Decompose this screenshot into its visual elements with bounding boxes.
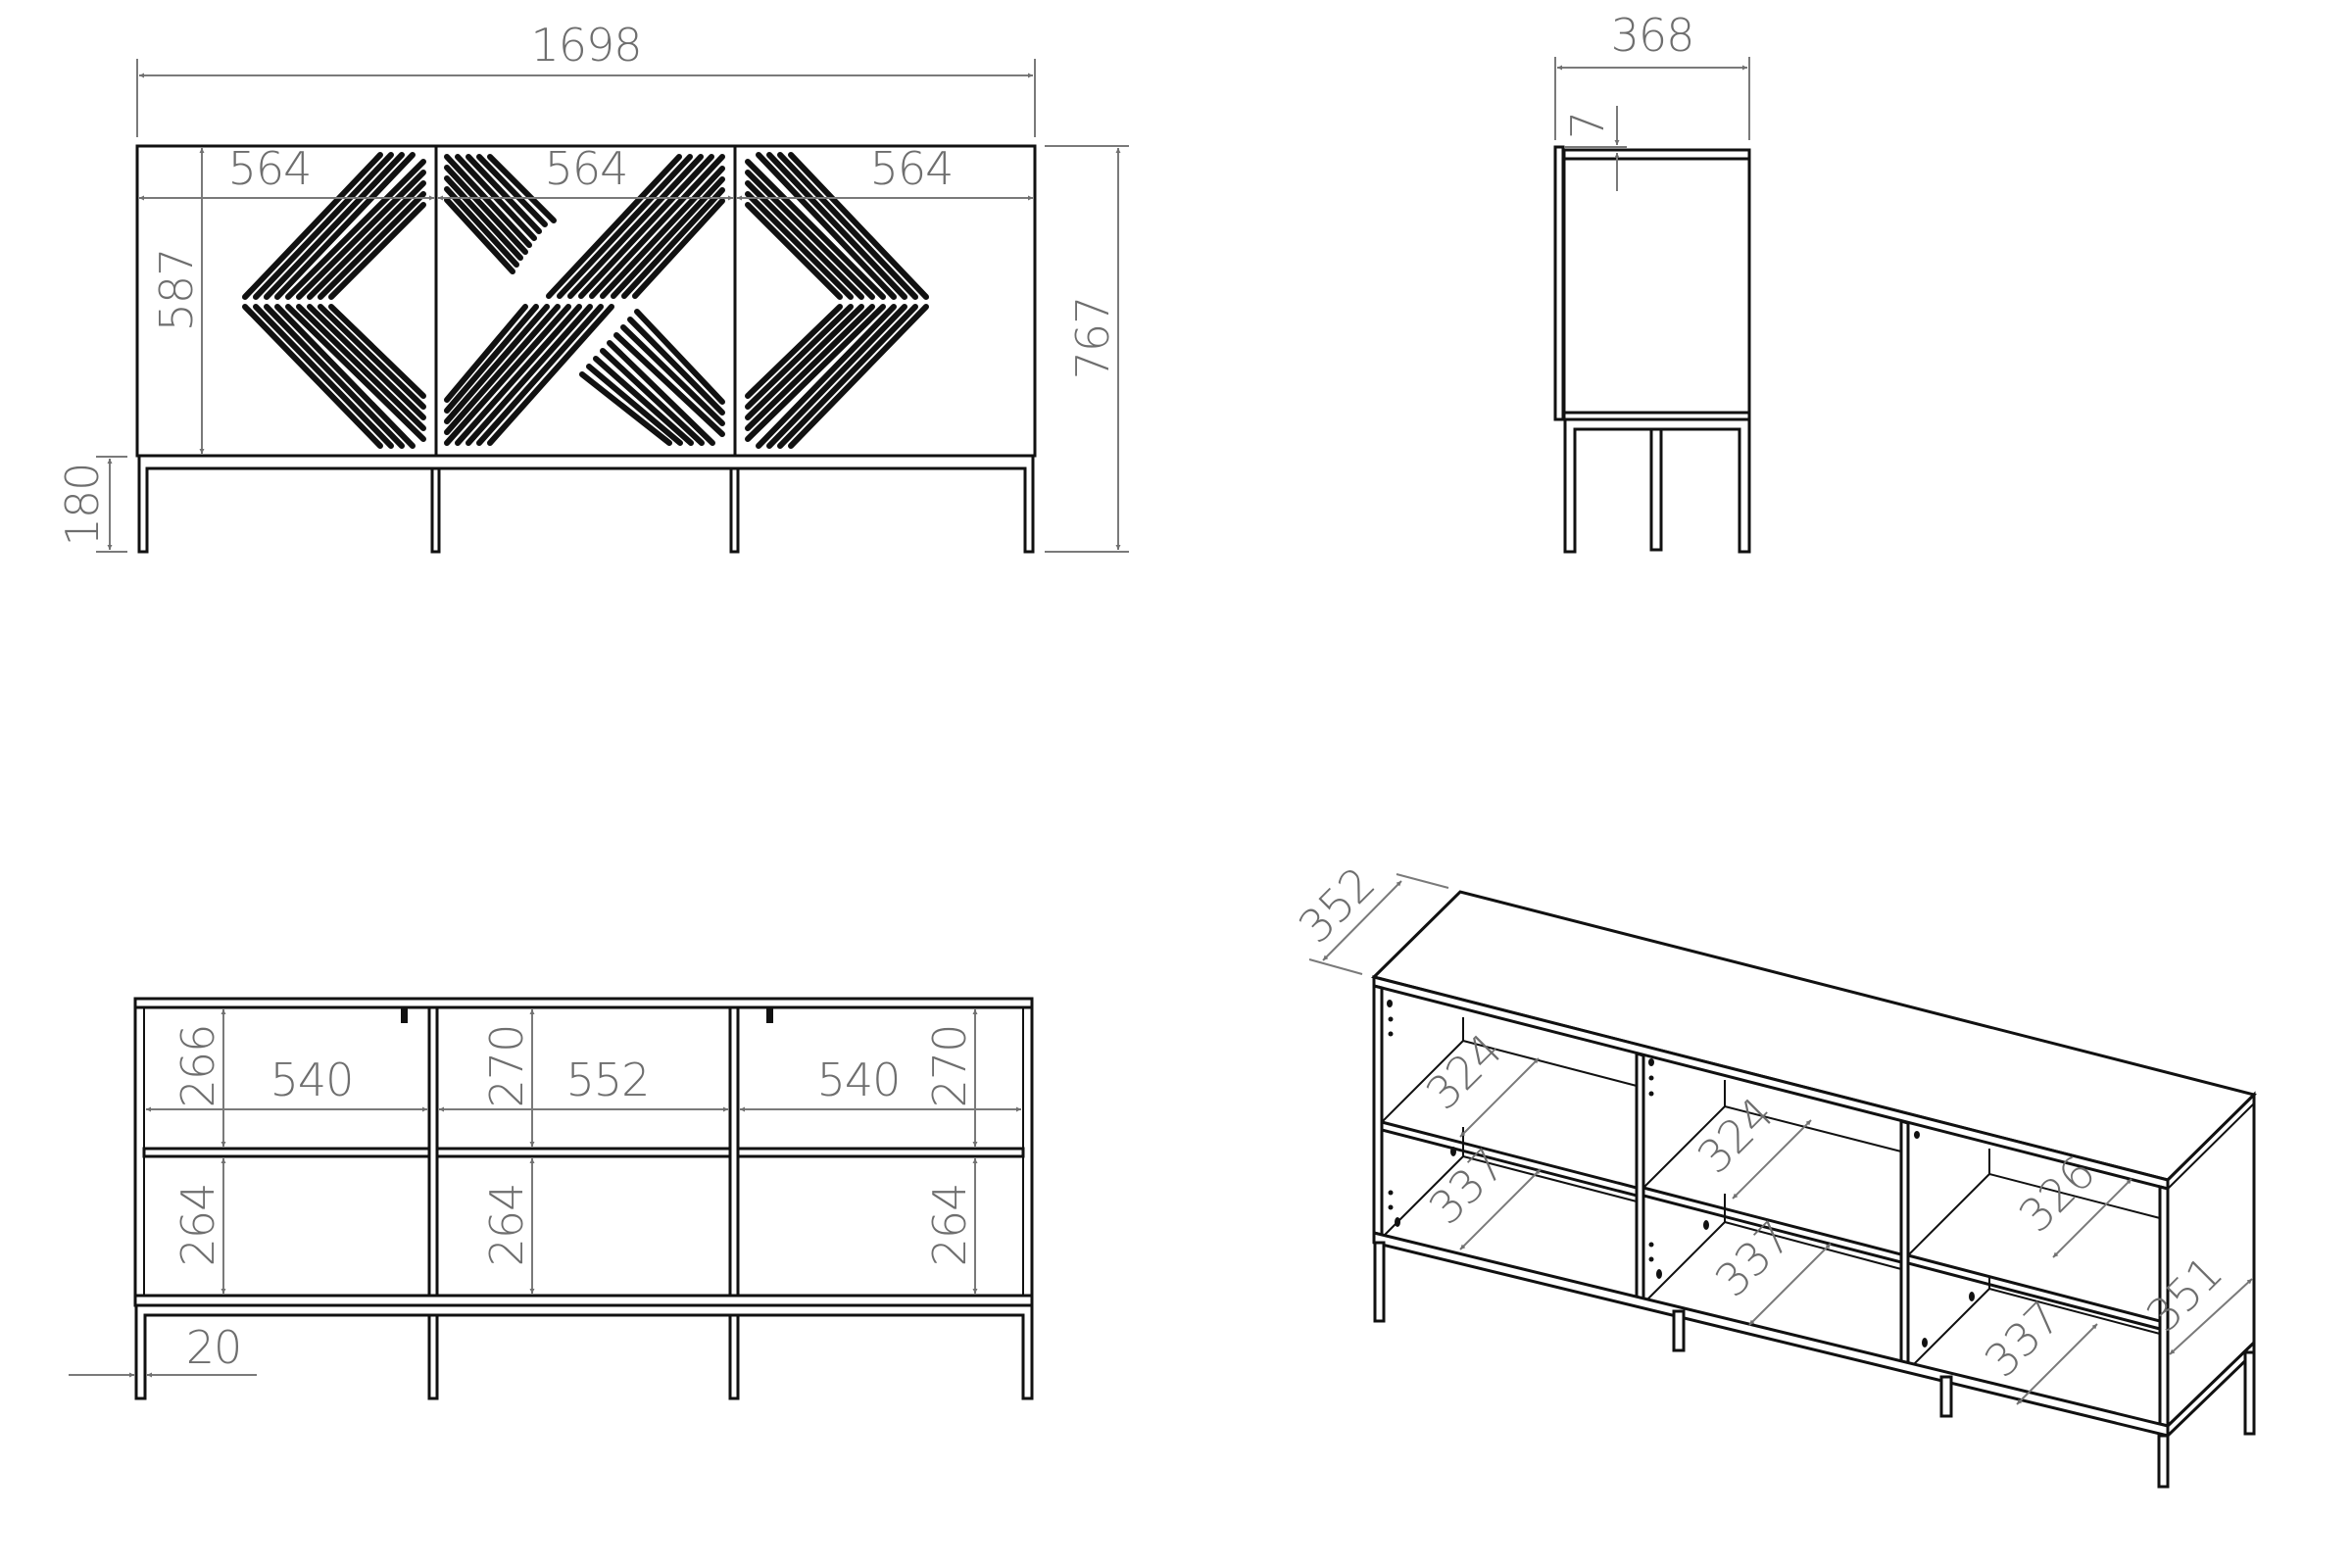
dim-body-height: 587 <box>150 148 205 454</box>
iso-divider-1 <box>1635 1052 1645 1305</box>
dim-text-368: 368 <box>1611 9 1694 62</box>
interior-shelves <box>142 1147 1025 1158</box>
dim-text-7: 7 <box>1561 112 1614 139</box>
door-pattern-chevron-right <box>745 152 929 449</box>
dim-text-767: 767 <box>1066 297 1119 380</box>
dim-door-thickness: 7 <box>1561 106 1627 191</box>
interior-view: 540 552 540 266 270 270 264 264 264 20 <box>69 997 1034 1400</box>
dim-text-587: 587 <box>150 249 203 332</box>
front-view: 1698 564 564 564 587 180 767 <box>56 19 1129 554</box>
dim-depth: 368 <box>1554 9 1750 140</box>
dim-text-270-mid: 270 <box>480 1025 533 1108</box>
dim-text-door-1: 564 <box>228 142 312 195</box>
side-legs <box>1563 419 1751 554</box>
hinge-icon <box>401 1008 408 1023</box>
dim-text-20: 20 <box>186 1321 242 1374</box>
dim-text-door-2: 564 <box>545 142 628 195</box>
dim-text-552: 552 <box>566 1054 650 1106</box>
dim-leg-height: 180 <box>56 456 127 553</box>
dim-overall-height: 767 <box>1045 145 1129 553</box>
hinge-icon <box>766 1008 773 1023</box>
interior-legs <box>134 1305 1034 1400</box>
dim-text-352: 352 <box>1289 858 1385 954</box>
dim-text-door-3: 564 <box>870 142 954 195</box>
dim-text-540-left: 540 <box>270 1054 354 1106</box>
iso-compartment-1 <box>1380 1017 1639 1239</box>
shelf-pin-holes <box>1387 1000 1975 1348</box>
iso-top <box>1371 890 2257 1182</box>
dim-text-264-mid: 264 <box>480 1184 533 1267</box>
dim-text-324-left: 324 <box>1416 1024 1512 1120</box>
side-view: 368 7 <box>1553 9 1751 554</box>
dim-text-264-right: 264 <box>923 1184 976 1267</box>
dim-overall-width: 1698 <box>136 19 1036 137</box>
front-legs <box>137 457 1035 554</box>
door-pattern-x-cross <box>444 154 725 446</box>
dim-text-264-left: 264 <box>172 1184 224 1267</box>
dim-leg-inset: 20 <box>69 1321 257 1378</box>
dim-text-540-right: 540 <box>817 1054 901 1106</box>
iso-legs <box>1373 1241 2256 1489</box>
dim-text-324-mid: 324 <box>1688 1088 1784 1184</box>
dim-text-270-right: 270 <box>923 1025 976 1108</box>
dim-door-widths: 564 564 564 <box>139 142 1033 201</box>
dim-text-1698: 1698 <box>530 19 641 72</box>
front-body <box>135 144 1037 458</box>
iso-divider-2 <box>1899 1119 1910 1372</box>
iso-compartment-3 <box>1906 1149 2162 1371</box>
dim-text-180: 180 <box>56 464 109 547</box>
door-pattern-chevron-left <box>242 152 426 449</box>
dim-text-266: 266 <box>172 1025 224 1108</box>
isometric-view: 352 324 324 326 337 337 337 351 <box>1289 858 2257 1489</box>
